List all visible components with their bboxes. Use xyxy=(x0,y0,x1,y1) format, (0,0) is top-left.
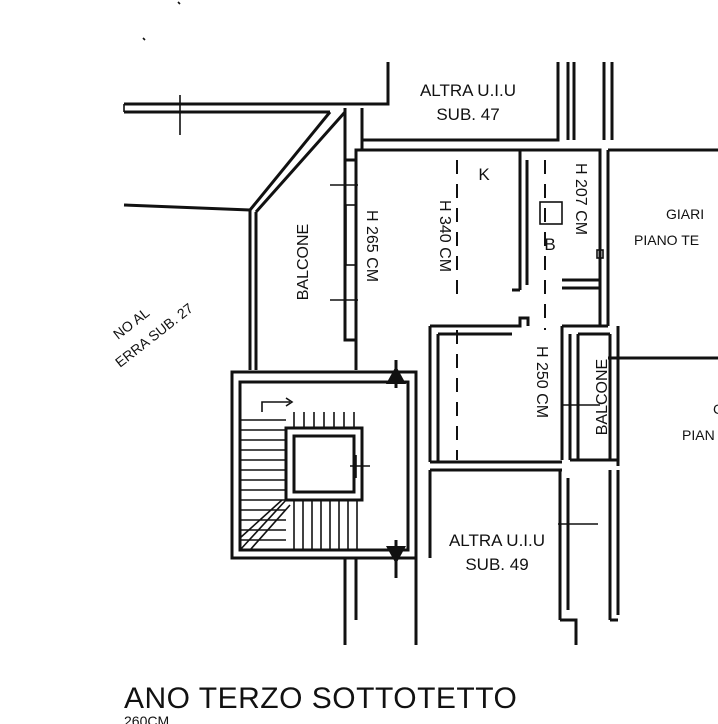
stair-tread xyxy=(249,504,291,551)
wall-marker xyxy=(596,249,604,259)
room-sub47-walls xyxy=(345,62,614,142)
stair-tread xyxy=(239,499,287,551)
right-top-label-line2: PIANO TE xyxy=(634,232,699,248)
lower-landing-walls xyxy=(343,470,432,645)
scan-mark xyxy=(177,1,181,5)
interior-partitions xyxy=(428,150,608,472)
bathroom-label: B xyxy=(544,235,555,254)
bathroom-fixture xyxy=(539,201,563,225)
balcony-left-label: BALCONE xyxy=(295,224,312,300)
room-sub49-walls xyxy=(558,470,620,645)
outer-wall-top-left xyxy=(123,95,345,135)
height-207-label: H 207 CM xyxy=(572,163,589,235)
right-mid-label-line2: PIAN xyxy=(682,427,715,443)
right-mid-label-line1: C xyxy=(713,401,718,417)
stairwell xyxy=(230,370,418,560)
unit-sub47-label-line1: ALTRA U.I.U xyxy=(420,81,516,100)
balcony-right-label: BALCONE xyxy=(594,359,611,435)
plan-title: ANO TERZO SOTTOTETTO xyxy=(124,682,517,715)
unit-sub49-label-line2: SUB. 49 xyxy=(465,555,528,574)
unit-sub49-label-line1: ALTRA U.I.U xyxy=(449,531,545,550)
stair-tread xyxy=(239,499,283,539)
plan-subtitle: 260CM xyxy=(124,713,169,724)
diagonal-wall xyxy=(123,111,347,370)
height-340-label: H 340 CM xyxy=(436,200,453,272)
balcony-right-walls xyxy=(562,326,620,466)
scan-mark xyxy=(142,37,146,41)
height-250-label: H 250 CM xyxy=(533,346,550,418)
balcony-left-railing xyxy=(330,175,358,310)
unit-sub47-label-line2: SUB. 47 xyxy=(436,105,499,124)
stair-arrows xyxy=(386,360,406,578)
height-265-label: H 265 CM xyxy=(363,210,380,282)
stair-treads xyxy=(239,412,358,551)
kitchen-label: K xyxy=(478,165,490,184)
right-top-label-line1: GIARI xyxy=(666,206,704,222)
ceiling-height-lines xyxy=(456,160,546,460)
